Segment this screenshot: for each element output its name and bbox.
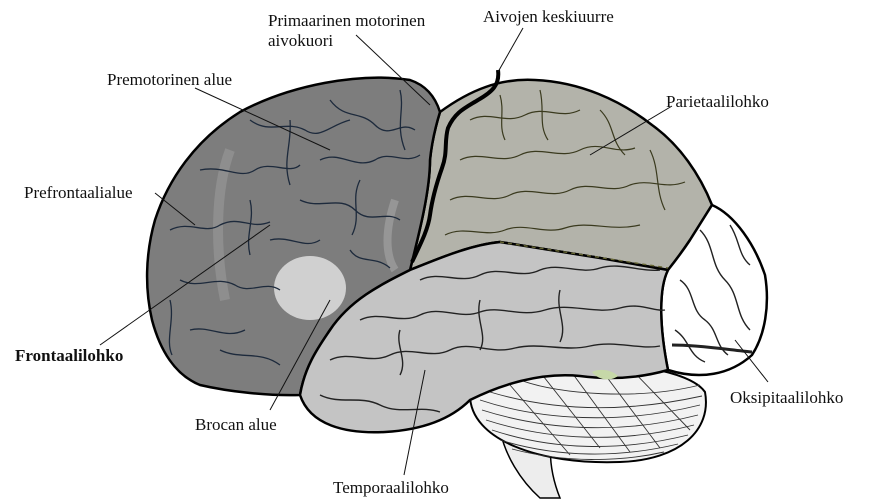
label-central-sulcus: Aivojen keskiuurre xyxy=(483,7,614,27)
label-frontal-lobe: Frontaalilohko xyxy=(15,346,123,366)
label-primary-motor-cortex: Primaarinen motorinen aivokuori xyxy=(268,11,458,51)
label-premotor-area: Premotorinen alue xyxy=(107,70,232,90)
label-prefrontal-area: Prefrontaalialue xyxy=(24,183,133,203)
label-occipital-lobe: Oksipitaalilohko xyxy=(730,388,843,408)
label-parietal-lobe: Parietaalilohko xyxy=(666,92,769,112)
broca-area-highlight xyxy=(274,256,346,320)
label-temporal-lobe: Temporaalilohko xyxy=(333,478,449,498)
label-broca-area: Brocan alue xyxy=(195,415,277,435)
